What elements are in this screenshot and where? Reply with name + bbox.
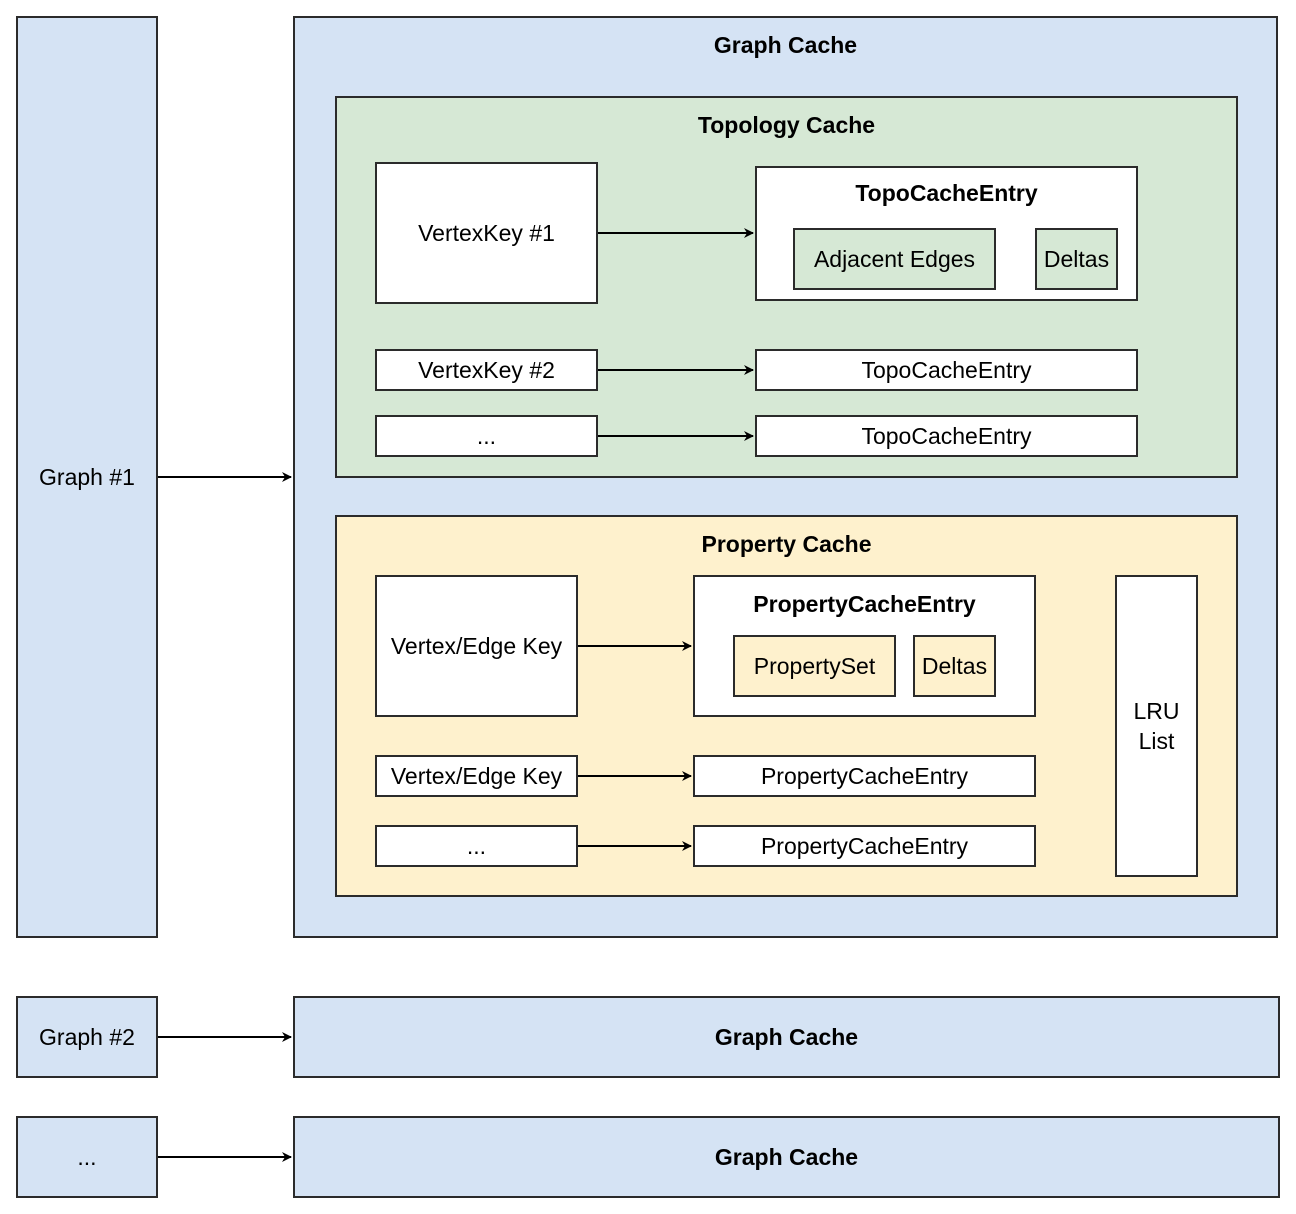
graph-cache-3: Graph Cache	[293, 1116, 1280, 1198]
vertex-key-2-label: VertexKey #2	[418, 357, 555, 383]
vertex-key-1: VertexKey #1	[375, 162, 598, 304]
graph-1-label: Graph #1	[39, 464, 135, 490]
graph-more-label: ...	[77, 1144, 97, 1170]
property-cache-entry-2-label: PropertyCacheEntry	[760, 763, 969, 789]
vertex-edge-key-2: Vertex/Edge Key	[375, 755, 578, 797]
property-deltas-label: Deltas	[921, 653, 988, 679]
vertex-edge-key-more-label: ...	[466, 833, 487, 859]
topo-cache-entry-3-label: TopoCacheEntry	[861, 423, 1032, 449]
property-deltas-box: Deltas	[913, 635, 996, 697]
topo-deltas-box: Deltas	[1035, 228, 1118, 290]
graph-cache-title: Graph Cache	[713, 32, 858, 58]
vertex-key-1-label: VertexKey #1	[418, 220, 555, 246]
vertex-edge-key-1: Vertex/Edge Key	[375, 575, 578, 717]
topo-cache-entry-title: TopoCacheEntry	[855, 180, 1038, 206]
property-cache-entry-3-label: PropertyCacheEntry	[760, 833, 969, 859]
property-cache-entry-2: PropertyCacheEntry	[693, 755, 1036, 797]
adjacent-edges-box: Adjacent Edges	[793, 228, 996, 290]
property-cache-entry-title: PropertyCacheEntry	[753, 591, 976, 617]
graph-cache-3-title: Graph Cache	[714, 1144, 859, 1170]
lru-list: LRU List	[1115, 575, 1198, 877]
property-cache-title: Property Cache	[701, 531, 872, 557]
property-set-label: PropertySet	[753, 653, 876, 679]
vertex-key-2: VertexKey #2	[375, 349, 598, 391]
graph-cache-2-title: Graph Cache	[714, 1024, 859, 1050]
adjacent-edges-label: Adjacent Edges	[813, 246, 976, 272]
topo-cache-entry-2: TopoCacheEntry	[755, 349, 1138, 391]
topology-cache-title: Topology Cache	[697, 112, 876, 138]
vertex-edge-key-2-label: Vertex/Edge Key	[390, 763, 563, 789]
property-set-box: PropertySet	[733, 635, 896, 697]
vertex-edge-key-1-label: Vertex/Edge Key	[390, 633, 563, 659]
graph-cache-2: Graph Cache	[293, 996, 1280, 1078]
topo-deltas-label: Deltas	[1043, 246, 1110, 272]
graph-2-node: Graph #2	[16, 996, 158, 1078]
vertex-key-more: ...	[375, 415, 598, 457]
topo-cache-entry-2-label: TopoCacheEntry	[861, 357, 1032, 383]
graph-more-node: ...	[16, 1116, 158, 1198]
vertex-key-more-label: ...	[476, 423, 497, 449]
lru-list-label-line2: List	[1138, 728, 1175, 754]
graph-1-node: Graph #1	[16, 16, 158, 938]
vertex-edge-key-more: ...	[375, 825, 578, 867]
property-cache-entry-3: PropertyCacheEntry	[693, 825, 1036, 867]
graph-2-label: Graph #2	[39, 1024, 135, 1050]
lru-list-label-line1: LRU	[1133, 698, 1180, 724]
topo-cache-entry-3: TopoCacheEntry	[755, 415, 1138, 457]
